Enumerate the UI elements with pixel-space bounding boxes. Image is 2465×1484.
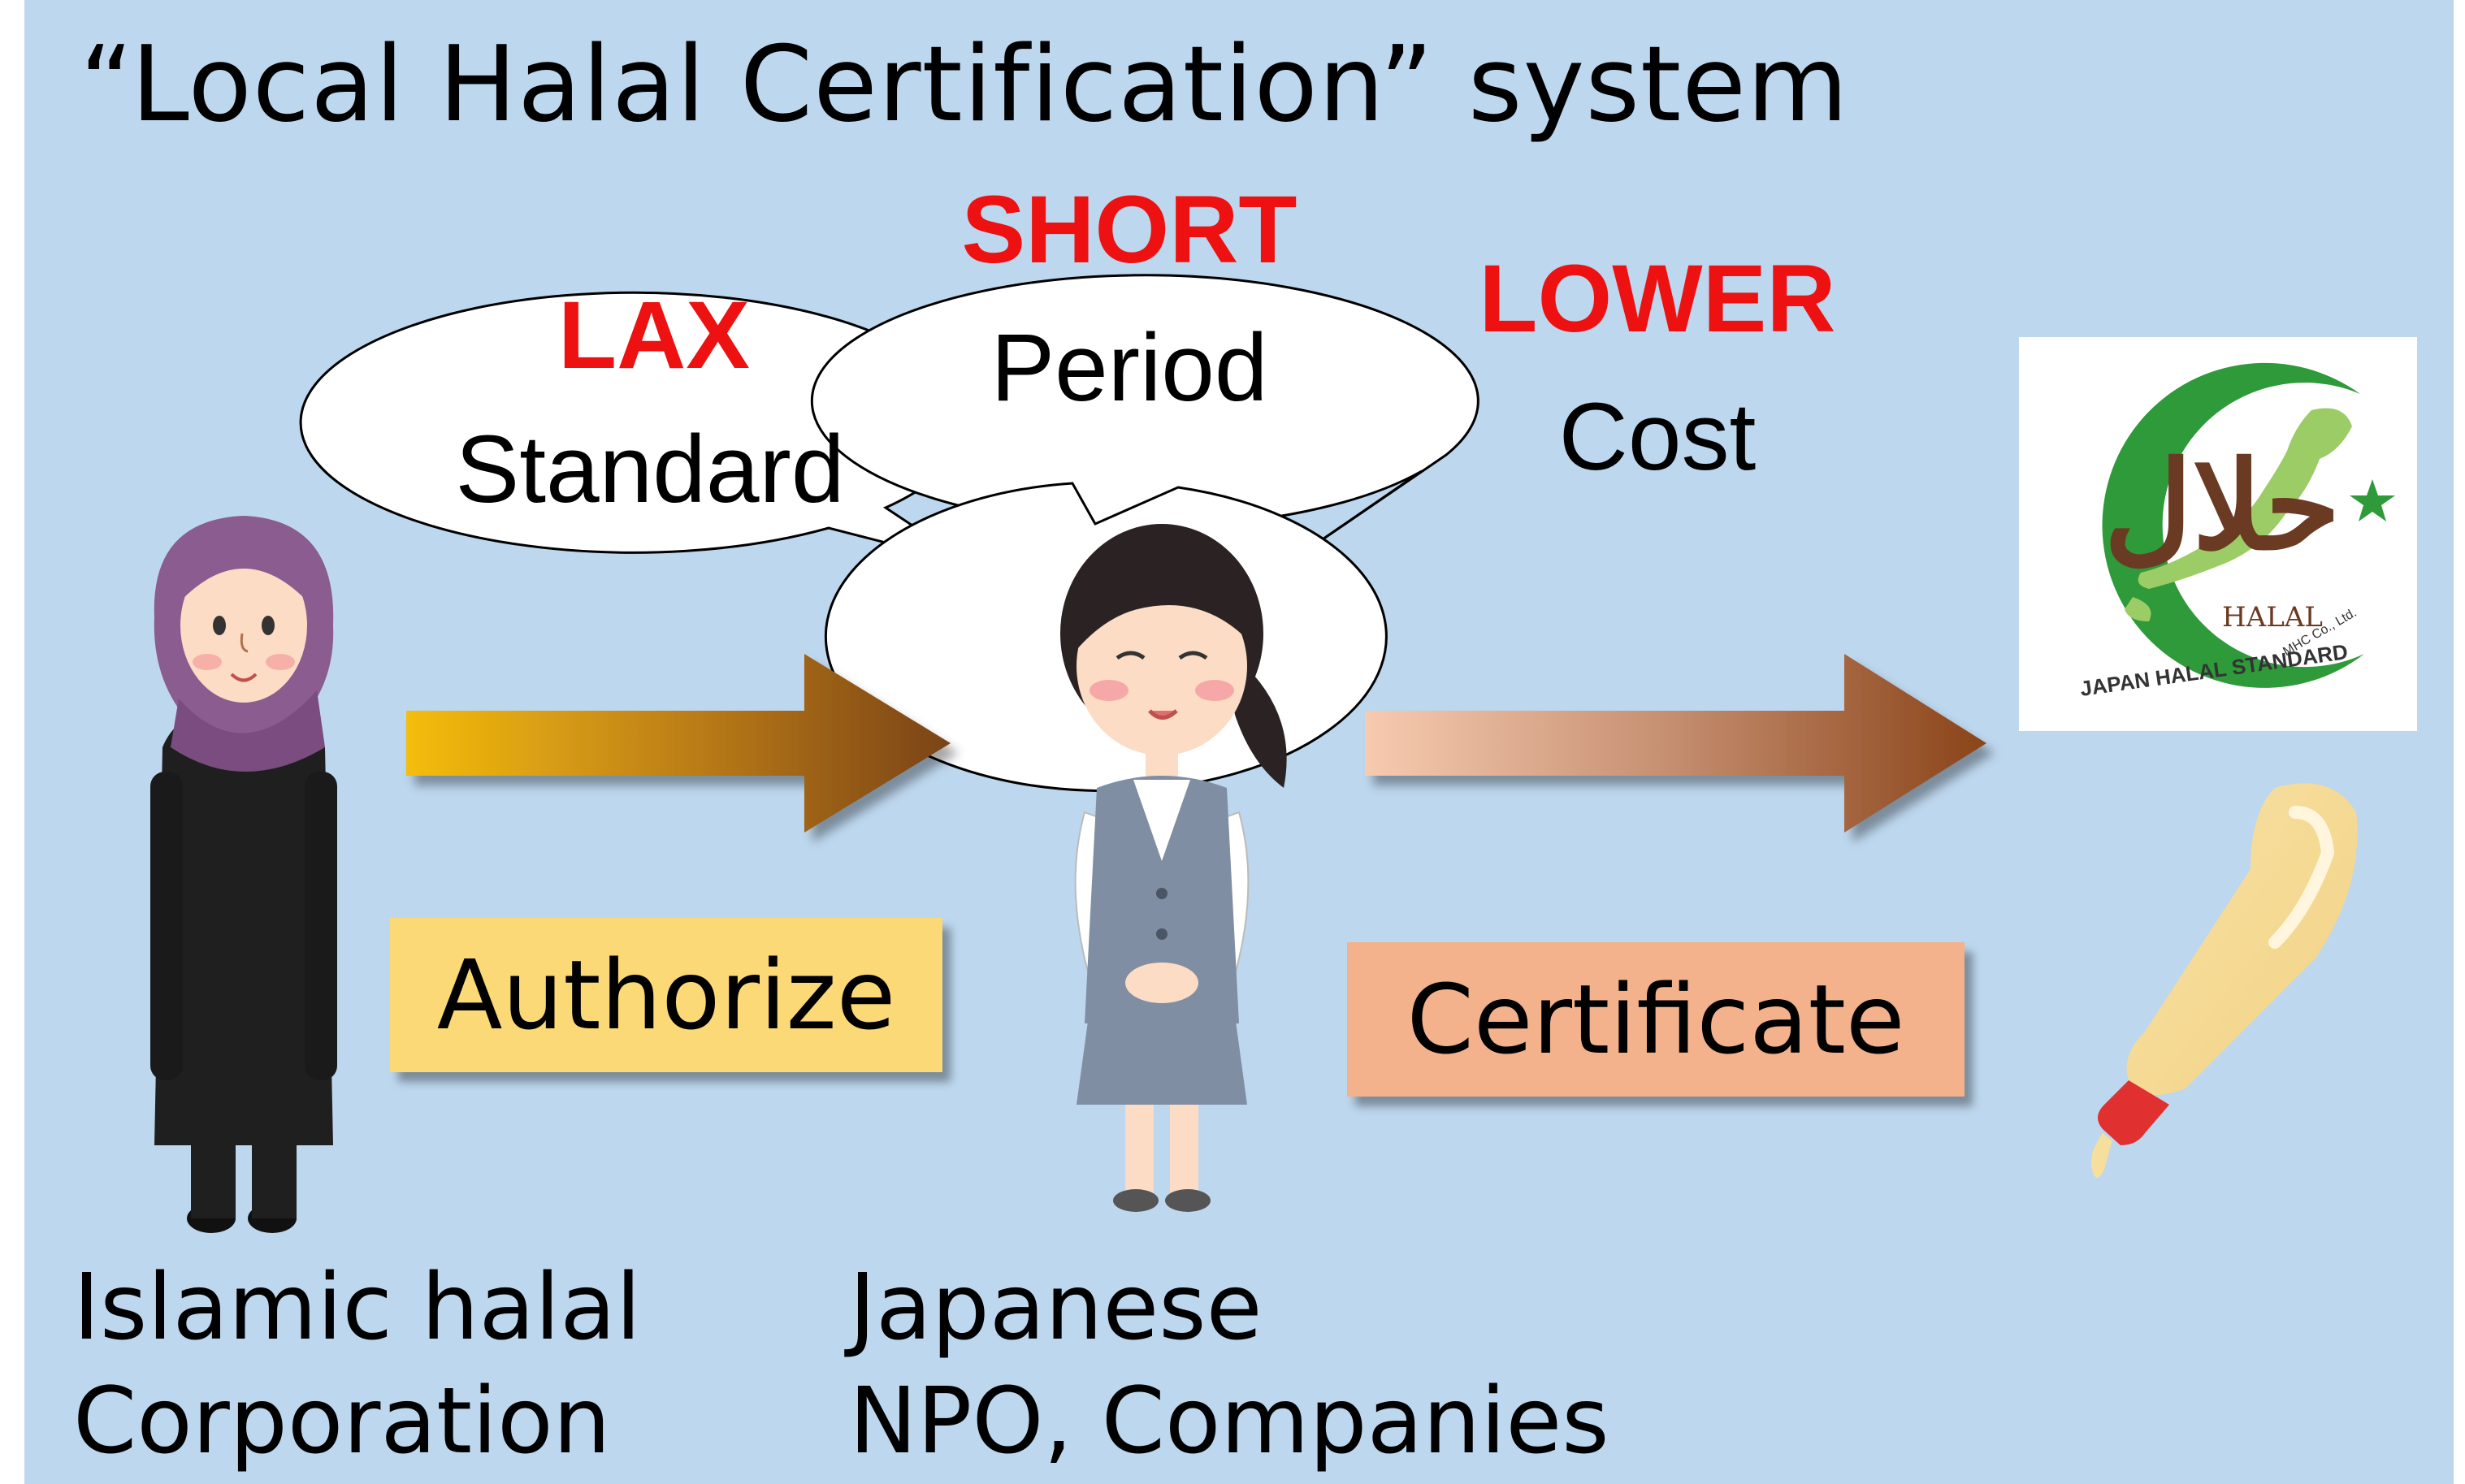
bubble-lax-highlight: LAX: [558, 282, 750, 389]
slide-canvas: “Local Halal Certification” system LAX S…: [24, 0, 2454, 1484]
caption-islamic-corporation: Islamic halal Corporation: [73, 1251, 641, 1478]
bubble-short-highlight: SHORT: [961, 176, 1297, 283]
caption-japanese-line2: NPO, Companies: [849, 1369, 1609, 1474]
caption-islamic-line2: Corporation: [73, 1369, 611, 1474]
certificate-arrow: [1365, 654, 1986, 833]
slide-title: “Local Halal Certification” system: [80, 24, 1849, 145]
certificate-label: Certificate: [1347, 942, 1965, 1097]
bubble-lower-text: Cost: [1558, 383, 1757, 491]
bubble-short-text: Period: [990, 314, 1268, 422]
authorize-label: Authorize: [390, 918, 942, 1072]
halal-logo-word: HALAL: [2222, 601, 2323, 634]
halal-logo-graphic: [2102, 362, 2395, 688]
authorize-arrow: [406, 654, 951, 833]
japan-halal-standard-logo: حلال HALAL JAPAN HALAL STANDARD MHC Co.,…: [2019, 337, 2417, 731]
caption-japanese-npo: Japanese NPO, Companies: [849, 1251, 1609, 1478]
halal-arabic-text: حلال: [2103, 435, 2341, 578]
hijab-woman-illustration: [150, 516, 337, 1233]
office-woman-illustration: [1060, 524, 1287, 1212]
mayonnaise-bottle-illustration: [2090, 783, 2358, 1178]
caption-japanese-line1: Japanese: [849, 1255, 1263, 1361]
bubble-lower-highlight: LOWER: [1479, 245, 1836, 353]
caption-islamic-line1: Islamic halal: [73, 1255, 642, 1361]
bubble-lax-text: Standard: [455, 416, 845, 523]
